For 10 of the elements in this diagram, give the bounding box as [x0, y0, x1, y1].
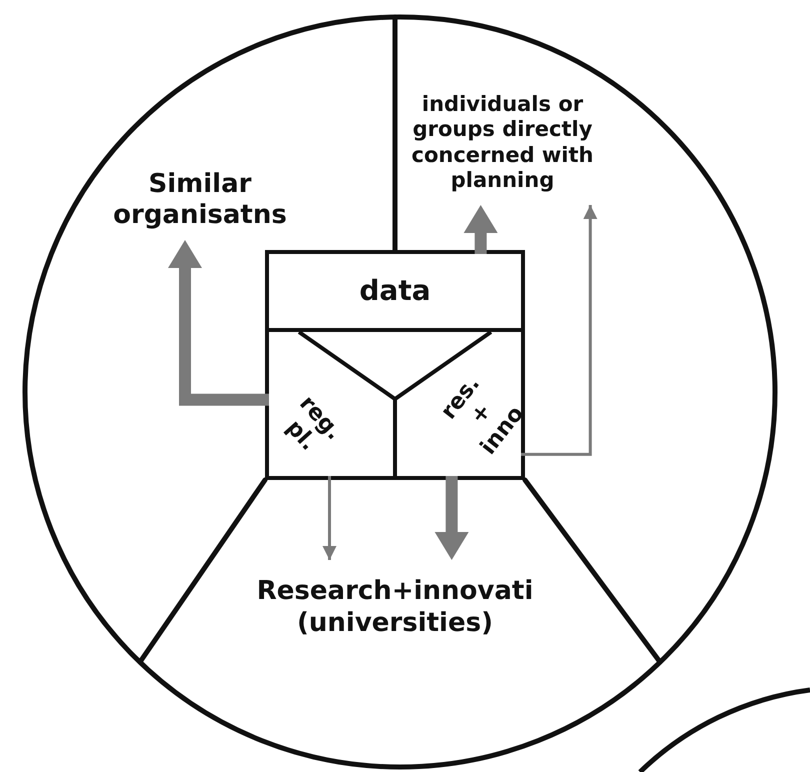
- central-box: [265, 250, 525, 480]
- arrow: [322, 476, 336, 560]
- arrow: [168, 240, 269, 406]
- arrow: [434, 476, 469, 560]
- arrow: [464, 205, 498, 254]
- sector-label: individuals or groups directly concerned with planning: [410, 92, 594, 193]
- arrow: [521, 205, 598, 456]
- sector-label: Similar organisatns: [112, 168, 288, 232]
- sector-label: Research+innovati (universities): [256, 576, 534, 639]
- sector-label: data: [359, 274, 431, 308]
